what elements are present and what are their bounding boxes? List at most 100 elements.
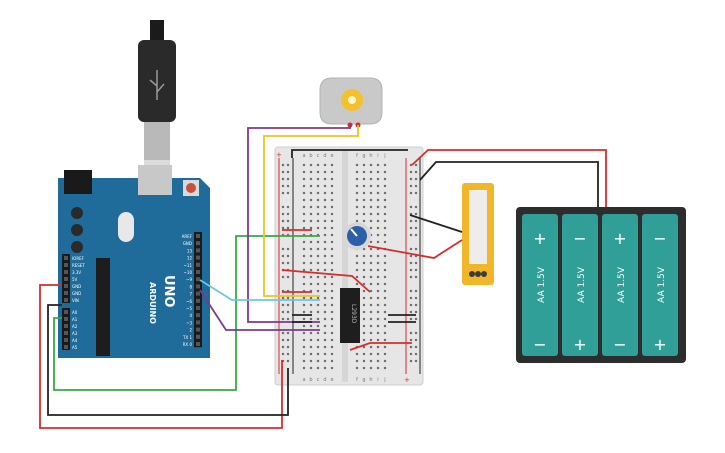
- breadboard-hole[interactable]: [330, 254, 334, 258]
- breadboard-hole[interactable]: [316, 247, 320, 251]
- breadboard-hole[interactable]: [302, 275, 306, 279]
- breadboard-hole[interactable]: [330, 282, 334, 286]
- breadboard-hole[interactable]: [369, 198, 373, 202]
- breadboard-hole[interactable]: [309, 282, 313, 286]
- rail-hole[interactable]: [414, 170, 418, 174]
- rail-hole[interactable]: [409, 310, 413, 314]
- breadboard-hole[interactable]: [383, 303, 387, 307]
- breadboard-hole[interactable]: [309, 261, 313, 265]
- header-pin[interactable]: [64, 324, 68, 328]
- breadboard-hole[interactable]: [309, 310, 313, 314]
- header-pin[interactable]: [64, 263, 68, 267]
- breadboard-hole[interactable]: [369, 310, 373, 314]
- rail-hole[interactable]: [414, 303, 418, 307]
- breadboard-hole[interactable]: [362, 359, 366, 363]
- breadboard-hole[interactable]: [383, 170, 387, 174]
- header-pin[interactable]: [196, 248, 200, 253]
- breadboard-hole[interactable]: [309, 205, 313, 209]
- breadboard-hole[interactable]: [323, 163, 327, 167]
- breadboard-hole[interactable]: [316, 163, 320, 167]
- wire-red-meter[interactable]: [367, 239, 463, 259]
- breadboard-hole[interactable]: [302, 191, 306, 195]
- breadboard-hole[interactable]: [369, 352, 373, 356]
- header-pin[interactable]: [64, 277, 68, 281]
- breadboard-hole[interactable]: [323, 212, 327, 216]
- breadboard-hole[interactable]: [362, 331, 366, 335]
- breadboard-hole[interactable]: [369, 205, 373, 209]
- breadboard-hole[interactable]: [369, 324, 373, 328]
- breadboard-hole[interactable]: [362, 205, 366, 209]
- breadboard-hole[interactable]: [330, 338, 334, 342]
- breadboard-hole[interactable]: [369, 254, 373, 258]
- breadboard-hole[interactable]: [330, 317, 334, 321]
- breadboard-hole[interactable]: [316, 324, 320, 328]
- rail-hole[interactable]: [409, 296, 413, 300]
- breadboard-hole[interactable]: [316, 289, 320, 293]
- rail-hole[interactable]: [414, 226, 418, 230]
- breadboard-hole[interactable]: [330, 331, 334, 335]
- breadboard-hole[interactable]: [302, 366, 306, 370]
- breadboard-hole[interactable]: [355, 177, 359, 181]
- breadboard-hole[interactable]: [309, 163, 313, 167]
- wire-red-battery[interactable]: [411, 149, 607, 207]
- rail-hole[interactable]: [286, 275, 290, 279]
- rail-hole[interactable]: [286, 254, 290, 258]
- dc-motor[interactable]: [319, 77, 383, 128]
- rail-hole[interactable]: [281, 303, 285, 307]
- rail-hole[interactable]: [286, 212, 290, 216]
- breadboard-hole[interactable]: [376, 240, 380, 244]
- breadboard-hole[interactable]: [330, 359, 334, 363]
- rail-hole[interactable]: [281, 212, 285, 216]
- breadboard-hole[interactable]: [369, 184, 373, 188]
- breadboard-hole[interactable]: [376, 359, 380, 363]
- breadboard-hole[interactable]: [316, 240, 320, 244]
- breadboard-hole[interactable]: [362, 324, 366, 328]
- rail-hole[interactable]: [286, 177, 290, 181]
- header-pin[interactable]: [196, 270, 200, 274]
- breadboard-hole[interactable]: [376, 310, 380, 314]
- breadboard-hole[interactable]: [383, 324, 387, 328]
- wire-red-jumper[interactable]: [349, 342, 412, 351]
- breadboard-hole[interactable]: [323, 198, 327, 202]
- wire-red-jumper[interactable]: [281, 269, 371, 293]
- breadboard-hole[interactable]: [316, 226, 320, 230]
- header-pin[interactable]: [196, 342, 200, 346]
- breadboard-hole[interactable]: [330, 345, 334, 349]
- header-pin[interactable]: [196, 284, 200, 289]
- breadboard-hole[interactable]: [362, 184, 366, 188]
- rail-hole[interactable]: [281, 338, 285, 342]
- breadboard-hole[interactable]: [383, 184, 387, 188]
- breadboard-hole[interactable]: [316, 198, 320, 202]
- breadboard-hole[interactable]: [362, 247, 366, 251]
- breadboard-hole[interactable]: [376, 198, 380, 202]
- breadboard-hole[interactable]: [330, 198, 334, 202]
- breadboard-hole[interactable]: [369, 359, 373, 363]
- breadboard-hole[interactable]: [316, 345, 320, 349]
- breadboard-hole[interactable]: [309, 331, 313, 335]
- breadboard-hole[interactable]: [323, 352, 327, 356]
- breadboard-hole[interactable]: [323, 310, 327, 314]
- rail-hole[interactable]: [281, 177, 285, 181]
- breadboard-hole[interactable]: [355, 191, 359, 195]
- breadboard-hole[interactable]: [323, 177, 327, 181]
- breadboard-hole[interactable]: [355, 366, 359, 370]
- rail-hole[interactable]: [414, 184, 418, 188]
- breadboard-hole[interactable]: [362, 191, 366, 195]
- header-pin[interactable]: [64, 298, 68, 302]
- battery-pack[interactable]: +−AA 1.5V−+AA 1.5V+−AA 1.5V−+AA 1.5V: [516, 207, 686, 363]
- breadboard-hole[interactable]: [323, 268, 327, 272]
- breadboard-hole[interactable]: [362, 163, 366, 167]
- breadboard-hole[interactable]: [316, 310, 320, 314]
- wire-black-meter[interactable]: [409, 214, 463, 233]
- breadboard-hole[interactable]: [330, 303, 334, 307]
- header-pin[interactable]: [64, 331, 68, 335]
- breadboard-hole[interactable]: [383, 296, 387, 300]
- breadboard-hole[interactable]: [369, 261, 373, 265]
- breadboard-hole[interactable]: [309, 191, 313, 195]
- breadboard-hole[interactable]: [376, 219, 380, 223]
- rail-hole[interactable]: [414, 331, 418, 335]
- breadboard-hole[interactable]: [302, 359, 306, 363]
- rail-hole[interactable]: [409, 163, 413, 167]
- breadboard-hole[interactable]: [302, 268, 306, 272]
- breadboard-hole[interactable]: [362, 310, 366, 314]
